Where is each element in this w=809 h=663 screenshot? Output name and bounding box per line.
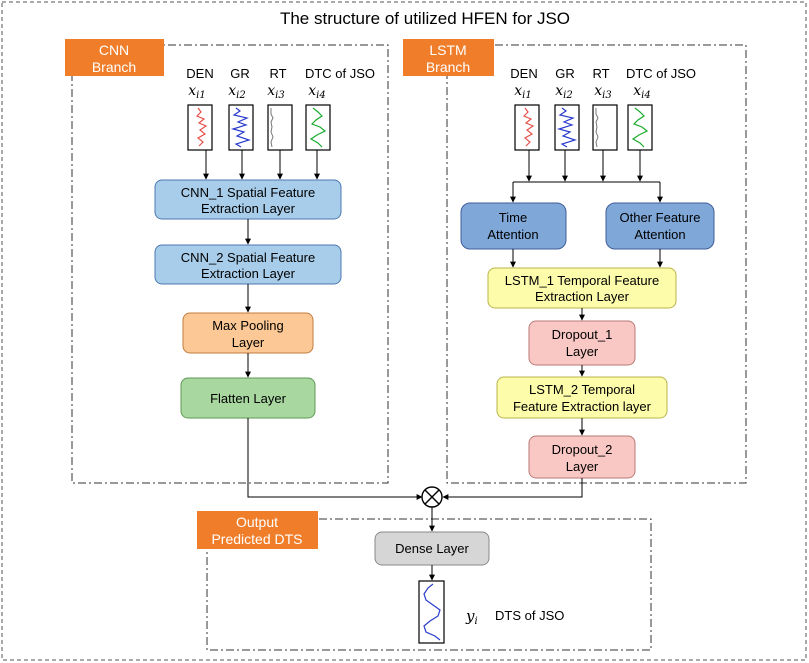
dropout-2-layer: Dropout_2 Layer: [528, 435, 636, 479]
lstm-input-rt-label: RT: [592, 66, 609, 81]
gr-log-curve: [230, 107, 251, 148]
lstm-input-den-label: DEN: [510, 66, 537, 81]
lstm-tag-line-1: LSTM: [429, 42, 466, 58]
cnn-2-layer-line-1: CNN_2 Spatial Feature: [181, 250, 315, 265]
cnn-input-gr-var: xi2: [228, 83, 245, 101]
max-pooling-layer: Max Pooling Layer: [182, 312, 314, 354]
output-tag-line-2: Predicted DTS: [211, 531, 302, 547]
cnn-input-den: DEN xi1: [186, 66, 214, 151]
dropout-2-line-1: Dropout_2: [552, 442, 613, 457]
rt-log-curve: [270, 108, 274, 148]
cnn-input-rt: RT xi3: [267, 66, 293, 151]
time-attention-box: Time Attention: [460, 202, 567, 250]
time-attention-line-2: Attention: [487, 227, 538, 242]
flatten-layer: Flatten Layer: [180, 377, 316, 419]
lstm-input-dtc-var: xi4: [633, 83, 650, 101]
dts-output-label: DTS of JSO: [495, 608, 564, 623]
cnn-input-dtc: DTC of JSO xi4: [305, 66, 375, 151]
dense-layer-label: Dense Layer: [395, 541, 469, 556]
dts-log-track: [418, 580, 445, 644]
lstm-den-log-track: [514, 104, 540, 151]
dropout-1-line-1: Dropout_1: [552, 327, 613, 342]
lstm-input-rt-var: xi3: [594, 83, 611, 101]
page-title: The structure of utilized HFEN for JSO: [280, 9, 570, 28]
lstm-input-gr-label: GR: [555, 66, 575, 81]
cnn-to-merge-line: [247, 418, 423, 500]
cnn-input-gr: GR xi2: [228, 66, 254, 151]
lstm-branch-frame: [446, 44, 747, 484]
cnn-tag-line-2: Branch: [92, 59, 136, 75]
other-attention-line-1: Other Feature: [620, 210, 701, 225]
lstm-input-den-var: xi1: [514, 83, 531, 101]
cnn-1-layer-line-1: CNN_1 Spatial Feature: [181, 185, 315, 200]
cnn-input-dtc-label: DTC of JSO: [305, 66, 375, 81]
output-tag-line-1: Output: [236, 514, 278, 530]
lstm-2-layer: LSTM_2 Temporal Feature Extraction layer: [496, 376, 668, 419]
den-log-track: [187, 104, 213, 151]
dropout-2-line-2: Layer: [566, 459, 599, 474]
lstm-gr-log-track: [554, 104, 580, 151]
lstm-input-gr: GR xi2: [554, 66, 580, 151]
output-tag: Output Predicted DTS: [197, 511, 318, 549]
lstm-dtc-log-curve: [631, 107, 649, 148]
lstm-2-layer-line-1: LSTM_2 Temporal: [529, 382, 635, 397]
lstm-gr-log-curve: [556, 107, 577, 148]
cnn-input-den-label: DEN: [186, 66, 213, 81]
cnn-input-gr-label: GR: [230, 66, 250, 81]
cnn-input-rt-var: xi3: [267, 83, 284, 101]
cnn-input-den-var: xi1: [188, 83, 205, 101]
cnn-2-layer-line-2: Extraction Layer: [201, 266, 296, 281]
time-attention-line-1: Time: [499, 210, 527, 225]
cnn-1-layer-line-2: Extraction Layer: [201, 201, 296, 216]
other-feature-attention-box: Other Feature Attention: [605, 202, 715, 250]
dtc-log-curve: [309, 107, 327, 148]
cnn-1-layer: CNN_1 Spatial Feature Extraction Layer: [154, 179, 342, 220]
cnn-2-layer: CNN_2 Spatial Feature Extraction Layer: [154, 244, 342, 285]
other-attention-line-2: Attention: [634, 227, 685, 242]
lstm-rt-log-curve: [595, 108, 599, 148]
dense-layer: Dense Layer: [374, 531, 490, 566]
dts-log-curve: [423, 583, 441, 641]
max-pooling-line-2: Layer: [232, 335, 265, 350]
lstm-1-layer-line-2: Extraction Layer: [535, 289, 630, 304]
cnn-input-rt-label: RT: [269, 66, 286, 81]
max-pooling-line-1: Max Pooling: [212, 318, 284, 333]
lstm-input-dtc-label: DTC of JSO: [626, 66, 696, 81]
lstm-input-dtc: DTC of JSO xi4: [626, 66, 696, 151]
dropout-1-line-2: Layer: [566, 344, 599, 359]
cnn-input-dtc-var: xi4: [308, 83, 325, 101]
lstm-input-den: DEN xi1: [510, 66, 540, 151]
lstm-1-layer-line-1: LSTM_1 Temporal Feature: [505, 273, 659, 288]
lstm-1-layer: LSTM_1 Temporal Feature Extraction Layer: [487, 267, 677, 309]
lstm-den-log-curve: [522, 107, 535, 147]
lstm-2-layer-line-2: Feature Extraction layer: [513, 399, 652, 414]
cnn-branch-tag: CNN Branch: [65, 39, 164, 76]
den-log-curve: [195, 107, 208, 147]
dropout-1-layer: Dropout_1 Layer: [528, 320, 636, 366]
concatenate-operator-icon: [421, 486, 443, 508]
gr-log-track: [228, 104, 254, 151]
lstm-input-gr-var: xi2: [555, 83, 572, 101]
cnn-tag-line-1: CNN: [99, 42, 129, 58]
lstm-to-merge-line: [442, 478, 583, 500]
dts-output-var: yi: [465, 607, 478, 627]
lstm-branch-tag: LSTM Branch: [403, 39, 494, 76]
flatten-layer-label: Flatten Layer: [210, 391, 287, 406]
cnn-branch-frame: [71, 44, 389, 484]
output-dts: yi DTS of JSO: [418, 580, 564, 644]
lstm-input-rt: RT xi3: [592, 66, 618, 151]
lstm-tag-line-2: Branch: [426, 59, 470, 75]
output-frame: [206, 518, 652, 651]
